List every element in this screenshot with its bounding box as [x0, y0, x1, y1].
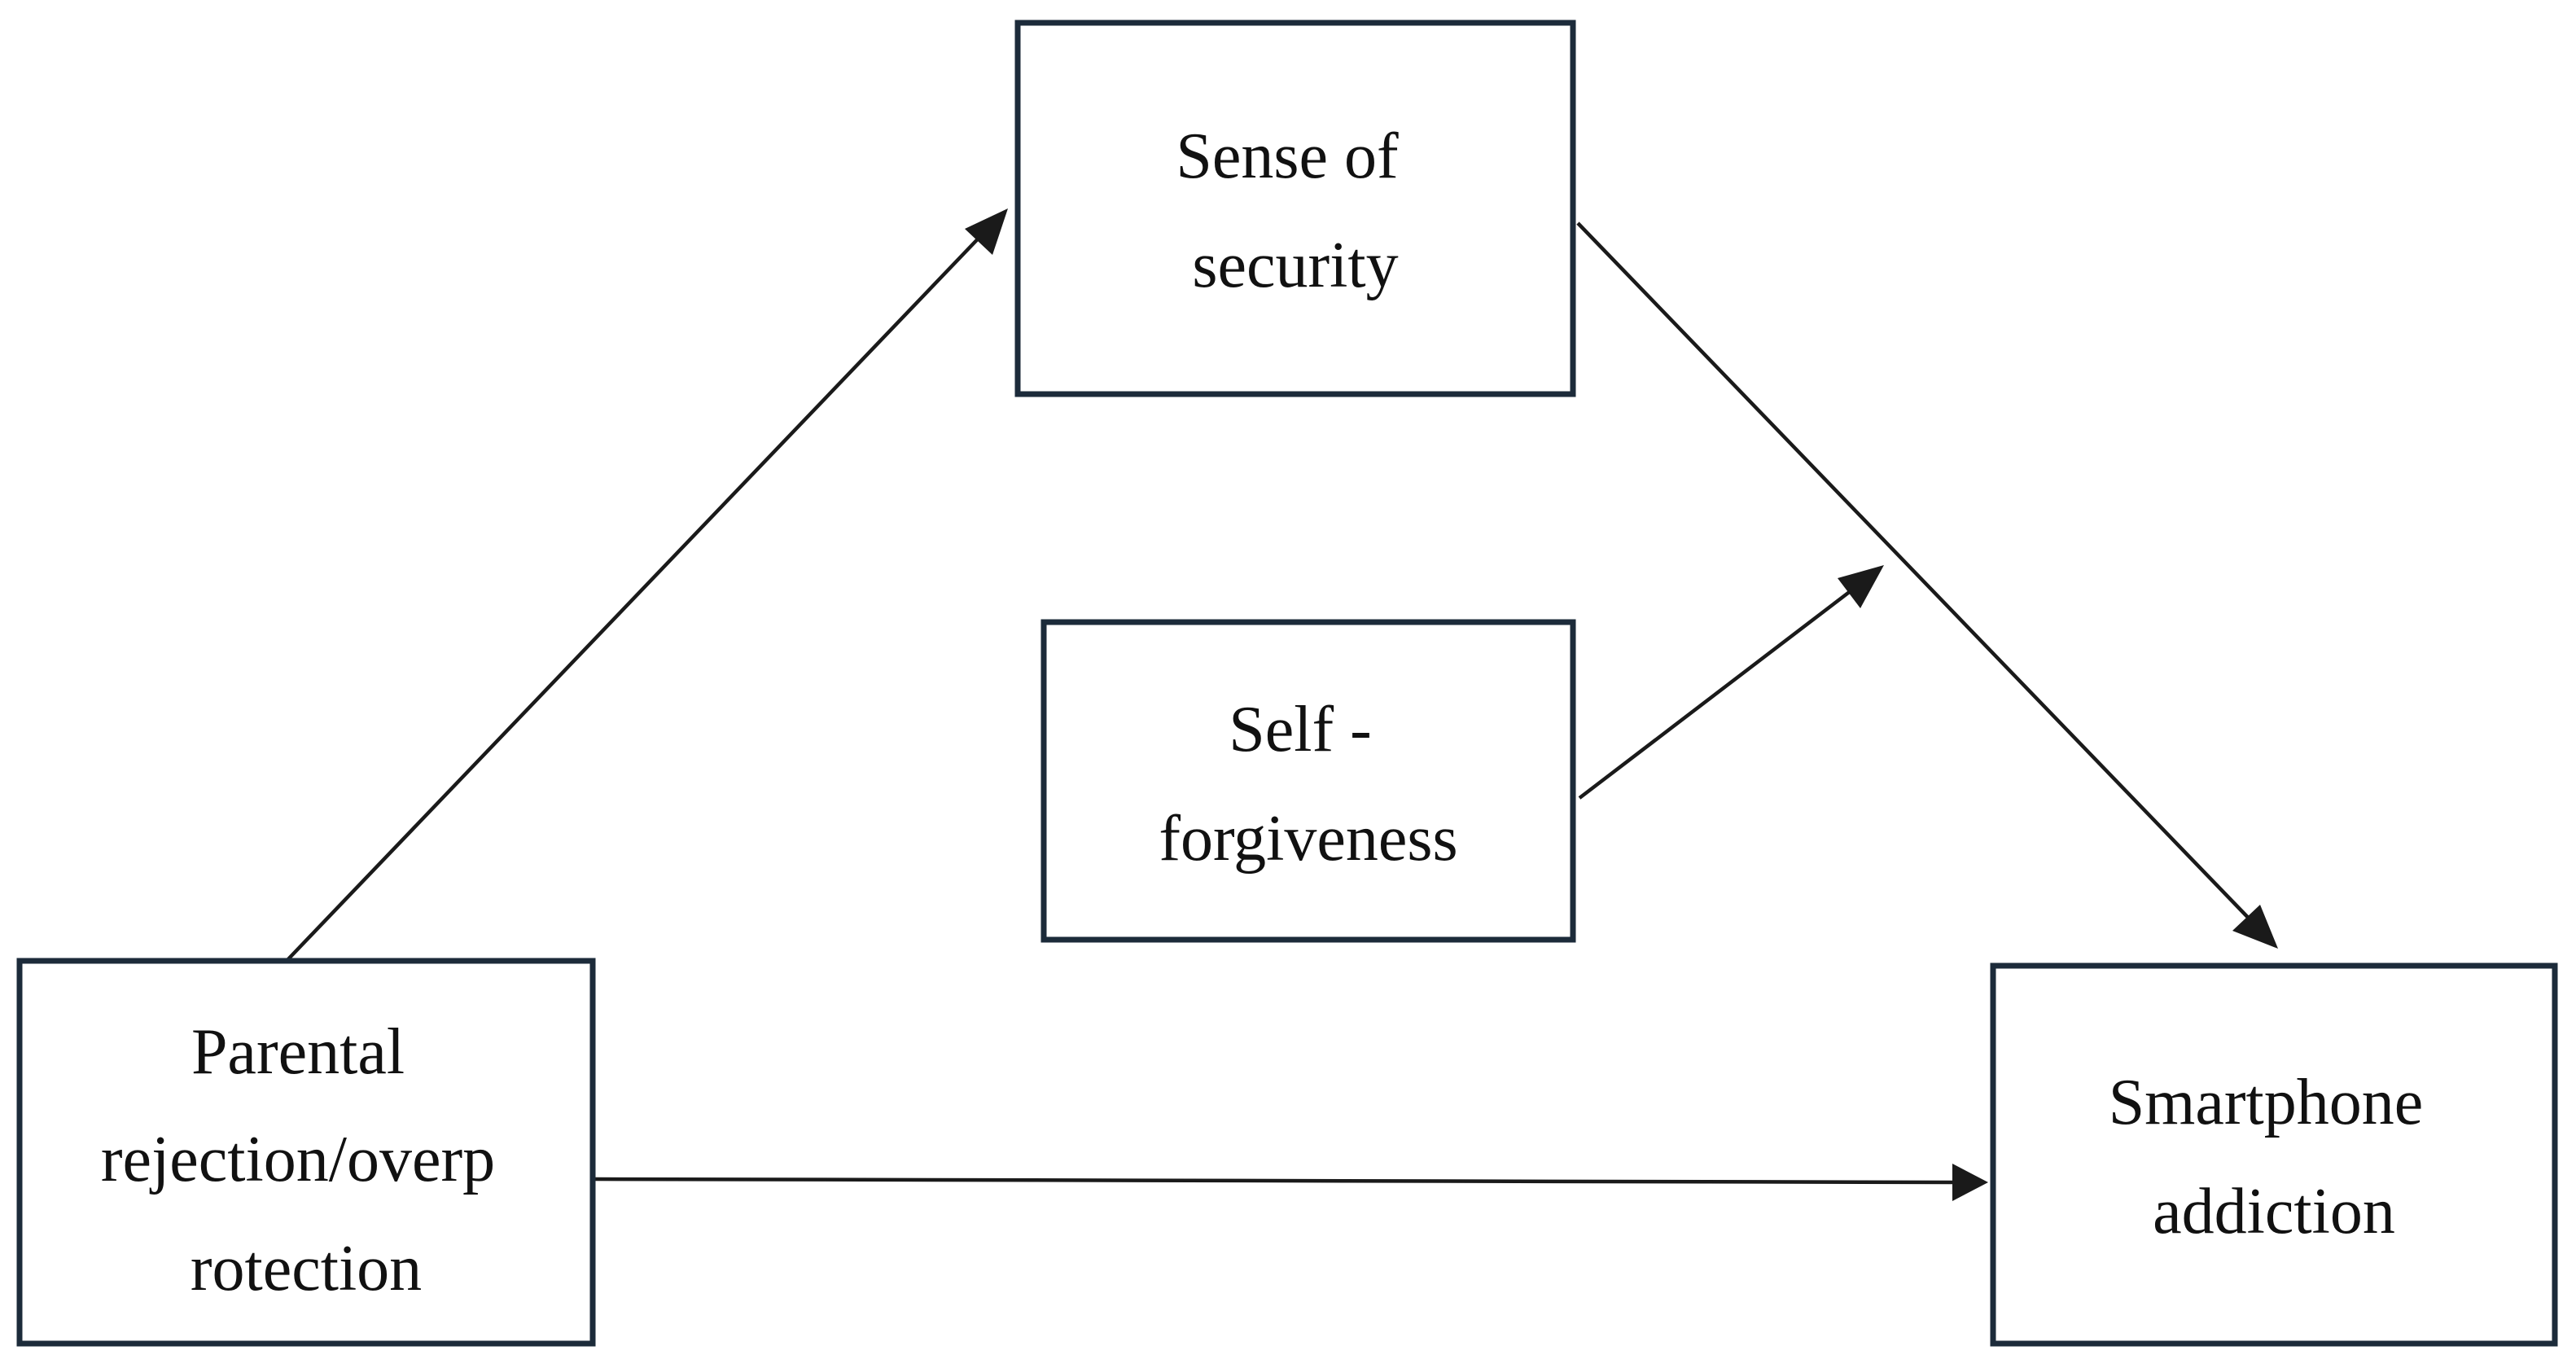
node-label-line: Self - — [1229, 694, 1372, 765]
node-label-line: Smartphone — [2109, 1067, 2424, 1138]
node-label-security: Sense of security — [1176, 121, 1414, 301]
edges — [285, 208, 2278, 1201]
node-box-smartphone — [1990, 962, 2558, 1347]
edge-forgiveness-moderation — [1578, 586, 1856, 800]
node-self-forgiveness: Self - forgiveness — [1040, 619, 1576, 943]
node-box-forgiveness — [1040, 619, 1576, 943]
arrowhead-smartphone-top — [2232, 905, 2278, 949]
node-box-parental — [16, 958, 596, 1347]
edge-security-to-smartphone — [1576, 221, 2258, 928]
node-parental-rejection: Parental rejection/overp rotection — [16, 958, 596, 1347]
arrowhead-security — [965, 208, 1008, 255]
node-label-line: rejection/overp — [101, 1124, 495, 1195]
node-label-line: rotection — [191, 1233, 422, 1304]
node-label-line: addiction — [2153, 1176, 2395, 1247]
edge-parental-to-security — [285, 228, 988, 962]
node-box-security — [1014, 20, 1576, 397]
node-label-line: Sense of — [1176, 121, 1399, 192]
arrowhead-smartphone-left — [1952, 1164, 1988, 1201]
edge-parental-to-smartphone — [594, 1177, 1955, 1185]
node-label-line: security — [1192, 230, 1398, 301]
node-sense-of-security: Sense of security — [1014, 20, 1576, 397]
node-label-parental: Parental rejection/overp rotection — [101, 1016, 511, 1304]
node-label-line: Parental — [191, 1016, 405, 1088]
arrowhead-moderation — [1838, 565, 1884, 608]
node-label-smartphone: Smartphone addiction — [2109, 1067, 2440, 1247]
node-smartphone-addiction: Smartphone addiction — [1990, 962, 2558, 1347]
node-label-line: forgiveness — [1159, 803, 1457, 875]
node-label-forgiveness: Self - forgiveness — [1159, 694, 1457, 875]
